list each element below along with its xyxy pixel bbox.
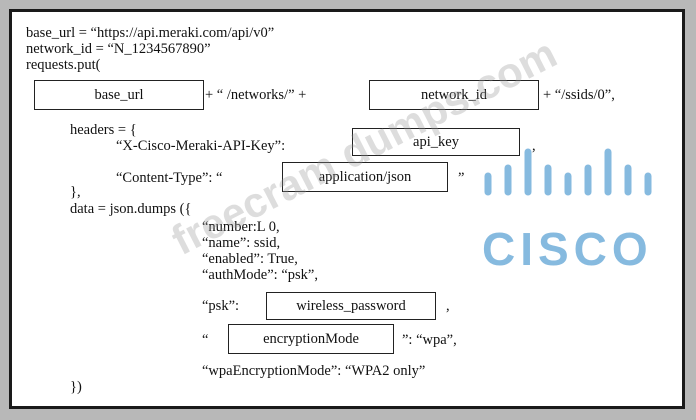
code-ssids-path: + “/ssids/0”, bbox=[543, 87, 615, 103]
code-networks-path: + “ /networks/” + bbox=[205, 87, 307, 103]
code-name-line: “name”: ssid, bbox=[202, 235, 281, 251]
code-line-network-id: network_id = “N_1234567890” bbox=[26, 41, 211, 57]
blank-box-network-id: network_id bbox=[369, 80, 539, 110]
cisco-logo: CISCO bbox=[482, 134, 682, 275]
cisco-logo-text: CISCO bbox=[482, 223, 653, 275]
code-comma-psk: , bbox=[446, 298, 450, 314]
blank-box-api-key: api_key bbox=[352, 128, 520, 156]
cisco-bridge-icon bbox=[484, 148, 652, 196]
code-line-requests-put: requests.put( bbox=[26, 57, 101, 73]
code-wpa-line: “wpaEncryptionMode”: “WPA2 only” bbox=[202, 363, 426, 379]
blank-box-encryption-mode: encryptionMode bbox=[228, 324, 394, 354]
code-comma: , bbox=[532, 138, 536, 154]
code-number-line: “number:L 0, bbox=[202, 219, 280, 235]
code-quote-close: ” bbox=[458, 170, 465, 186]
code-enabled-line: “enabled”: True, bbox=[202, 251, 298, 267]
code-headers-close: }, bbox=[70, 184, 81, 200]
code-figure: base_url = “https://api.meraki.com/api/v… bbox=[9, 9, 685, 409]
blank-box-psk: wireless_password bbox=[266, 292, 436, 320]
code-line-base-url: base_url = “https://api.meraki.com/api/v… bbox=[26, 25, 275, 41]
code-content-type-label: “Content-Type”: “ bbox=[116, 170, 223, 186]
code-headers-open: headers = { bbox=[70, 122, 137, 138]
code-enc-after: ”: “wpa”, bbox=[402, 332, 457, 348]
code-close-line: }) bbox=[70, 379, 82, 395]
code-enc-open-quote: “ bbox=[202, 332, 209, 348]
code-authmode-line: “authMode”: “psk”, bbox=[202, 267, 318, 283]
blank-box-base-url: base_url bbox=[34, 80, 204, 110]
blank-box-content-type: application/json bbox=[282, 162, 448, 192]
code-api-key-label: “X-Cisco-Meraki-API-Key”: bbox=[116, 138, 286, 154]
code-psk-label: “psk”: bbox=[202, 298, 240, 314]
code-data-line: data = json.dumps ({ bbox=[70, 201, 192, 217]
